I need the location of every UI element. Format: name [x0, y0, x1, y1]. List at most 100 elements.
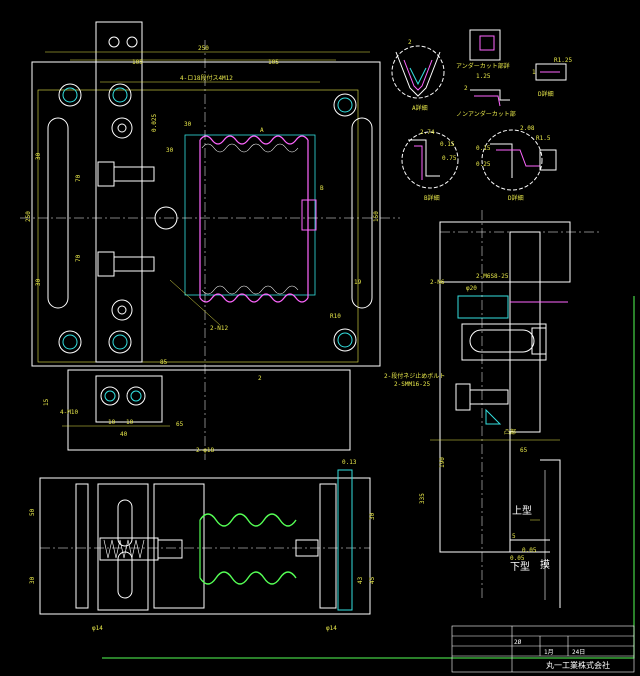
label-b: B: [320, 185, 324, 192]
right-slot: [351, 117, 373, 309]
upper-mold-label: 上型: [512, 504, 532, 517]
bellows-profile-bottom: [199, 293, 309, 303]
cavity-block: [184, 134, 316, 296]
dim-40: 40: [120, 431, 128, 438]
section-bellows-bottom: [199, 571, 297, 585]
part-section: [508, 459, 561, 608]
side-note-1: 2-段付ネジ止めボルト: [384, 372, 445, 380]
side-m6s8: 2-M6S8-25: [476, 273, 509, 280]
side-r20: φ20: [466, 285, 477, 292]
dim-left-70a: 70: [75, 174, 82, 182]
detail-a-label: A詳細: [412, 104, 428, 112]
dim-0025: 0.025: [151, 114, 158, 132]
b-274: 2.74: [420, 129, 435, 136]
dim-2n12: 2-N12: [210, 325, 228, 332]
dim-15: 15: [43, 398, 50, 406]
d-label-2: D詳細: [508, 194, 524, 202]
bellows-profile-top: [199, 135, 309, 145]
side-note-2: 2-SMM16-25: [394, 381, 431, 388]
sec-005b: 0.05: [510, 555, 525, 562]
tb-row2: 1月: [544, 649, 554, 656]
dim-left-250: 250: [25, 211, 32, 222]
left-slot: [47, 117, 69, 309]
b-015: 0.15: [440, 141, 455, 148]
dim-2phi18: 2-φ18: [196, 447, 214, 454]
dim-013: 0.13: [342, 459, 357, 466]
dim-105-left: 105: [132, 59, 143, 66]
dim-4m10: 4-M10: [60, 409, 78, 416]
detail-a: [391, 45, 445, 99]
side-335: 335: [419, 493, 426, 504]
top-guide-plate: [95, 21, 143, 363]
detail-d: [481, 129, 557, 191]
d-r15: R1.5: [536, 135, 551, 142]
dim-b-phi14a: φ14: [92, 625, 103, 632]
detail-undercut: [469, 29, 567, 107]
plan-outer-plate: [31, 61, 381, 367]
sec-mark: 摸: [540, 559, 550, 571]
plan-view: [20, 21, 400, 460]
dim-10b: 10: [126, 419, 134, 426]
lower-mold-label: 下型: [510, 560, 530, 573]
dim-left-30: 30: [35, 152, 42, 160]
u-r125: R1.25: [554, 57, 572, 64]
side-dot: 凸部: [504, 428, 516, 436]
dim-left-30b: 30: [35, 278, 42, 286]
tb-row1: 2Ø: [514, 639, 522, 646]
u-2: 2: [464, 85, 468, 92]
dim-left-70b: 70: [75, 254, 82, 262]
dim-bolt-note: 4-ロ18段付ス4M12: [180, 74, 233, 82]
dim-2: 2: [258, 375, 262, 382]
dim-30a: 30: [184, 121, 192, 128]
plan-inner-frame: [37, 89, 359, 363]
bellows-profile-bottom-inner: [201, 285, 299, 295]
corner-holes: [58, 83, 357, 354]
tb-company: 丸一工業株式会社: [546, 660, 610, 670]
gate-block: [301, 199, 317, 231]
sec-005: 0.05: [522, 547, 537, 554]
b-075: 0.75: [442, 155, 457, 162]
tb-row3: 24日: [572, 649, 585, 656]
section-view: [39, 469, 371, 615]
side-190: 190: [439, 457, 446, 468]
d-label-1: D詳細: [538, 90, 554, 98]
dim-105-right: 105: [268, 59, 279, 66]
label-a: A: [260, 127, 264, 134]
dim-b43: 43: [357, 576, 364, 584]
screw-bolts: [97, 161, 155, 277]
side-65: 65: [520, 447, 528, 454]
guide-hole-1: [108, 36, 120, 48]
dim-b30b: 30: [369, 512, 376, 520]
clamp-block: [62, 369, 351, 451]
d-208: 2.08: [520, 125, 535, 132]
side-2n6: 2-N6: [430, 279, 445, 286]
dim-85: 85: [160, 359, 168, 366]
sec-5: 5: [512, 533, 516, 540]
green-border: [102, 296, 635, 659]
side-view: [430, 210, 600, 600]
bellows-profile-top-inner: [201, 143, 299, 153]
side-leader: [169, 279, 221, 326]
dim-right-150: 150: [373, 211, 380, 222]
dim-30b: 30: [166, 147, 174, 154]
section-bellows-top: [199, 513, 297, 527]
u-125: 1.25: [476, 73, 491, 80]
title-block: [451, 625, 635, 673]
dim-right-19: 19: [354, 279, 362, 286]
dim-b45: 45: [369, 576, 376, 584]
dim-b-phi14b: φ14: [326, 625, 337, 632]
detail-a-angle: 2: [408, 39, 412, 46]
d-015: 0.15: [476, 145, 491, 152]
dim-b50: 50: [29, 508, 36, 516]
dim-b30: 30: [29, 576, 36, 584]
guide-hole-2: [126, 36, 138, 48]
undercut-title: アンダーカット部詳: [456, 62, 510, 70]
dim-65: 65: [176, 421, 184, 428]
dim-r10: R10: [330, 313, 341, 320]
detail-b: [401, 131, 459, 189]
u-1: 1: [532, 69, 536, 76]
undercut-title-2: ノンアンダーカット部: [456, 110, 516, 118]
d-025: 0.25: [476, 161, 491, 168]
dim-10a: 10: [108, 419, 116, 426]
